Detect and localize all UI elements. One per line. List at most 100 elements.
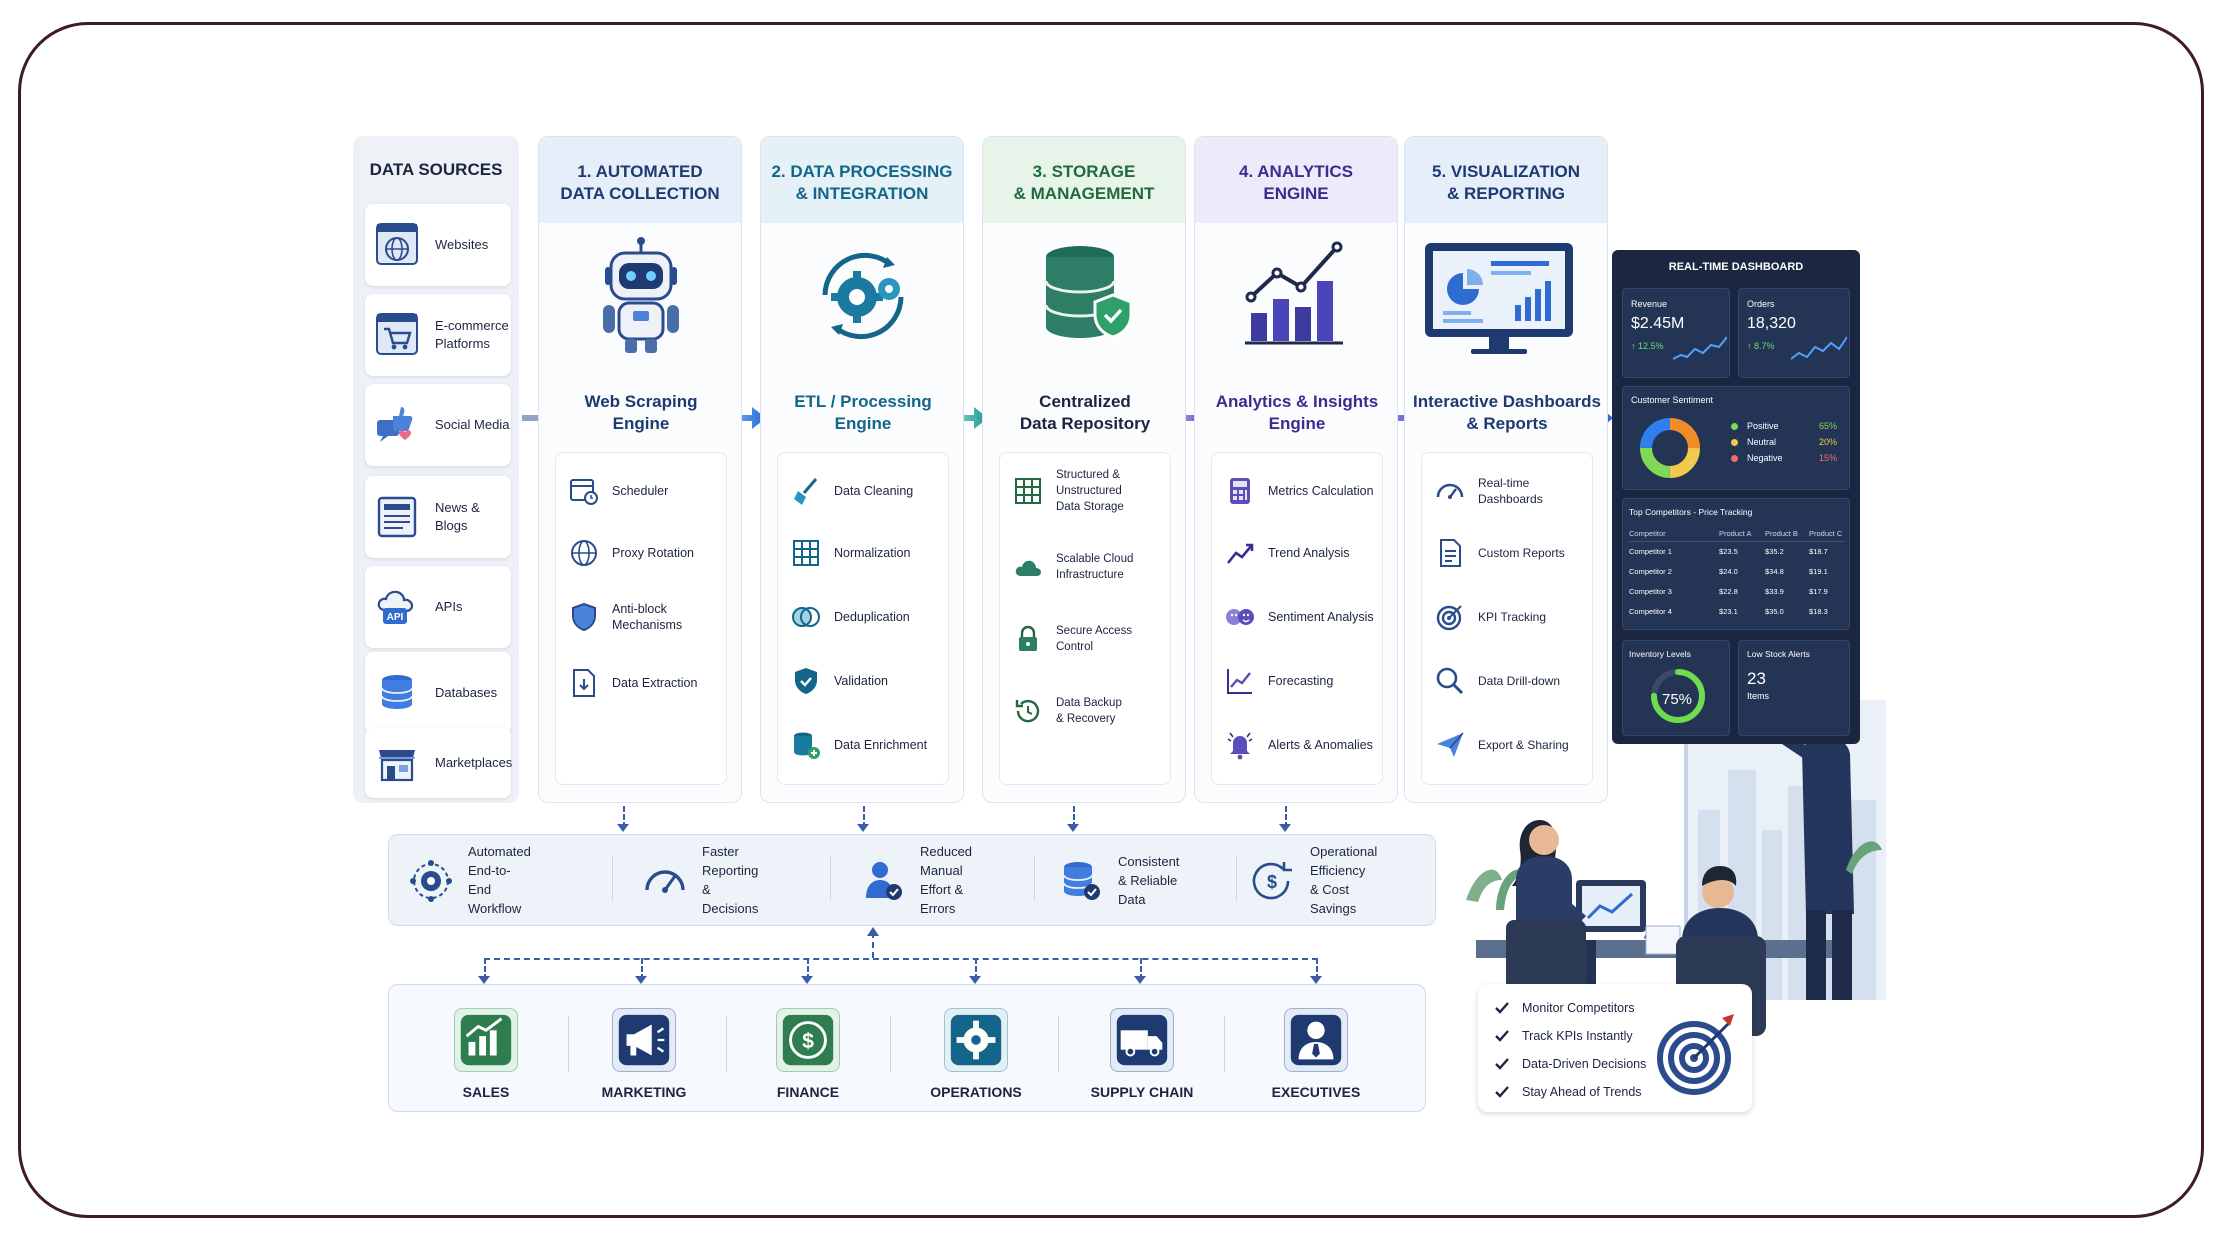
feature-label: Forecasting [1268, 674, 1334, 688]
connector-arrowheads [617, 824, 1291, 832]
dashboard-title: REAL-TIME DASHBOARD [1668, 261, 1804, 273]
target-arrow-icon [1657, 1014, 1734, 1095]
department-sales[interactable]: SALES [418, 1008, 538, 1104]
api-cloud-icon: API [375, 584, 419, 630]
source-websites[interactable]: Websites [365, 204, 511, 286]
gauge-icon [1434, 475, 1466, 507]
feature-item[interactable]: Normalization [790, 531, 950, 575]
bell-alert-icon [1224, 729, 1256, 761]
dollar-icon: $ [776, 1008, 840, 1072]
svg-text:$: $ [1267, 872, 1277, 892]
table-cell: Competitor 3 [1629, 587, 1672, 596]
feature-item[interactable]: Metrics Calculation [1224, 469, 1384, 513]
sentiment-dot [1731, 439, 1738, 446]
competitor-price-card[interactable]: Top Competitors - Price Tracking Competi… [1622, 498, 1850, 630]
connector-arrowheads [478, 976, 1322, 984]
stage-feature-list: Data Cleaning Normalization Deduplicatio… [777, 452, 949, 785]
low-stock-card[interactable]: Low Stock Alerts 23 Items [1738, 640, 1850, 736]
feature-label: Data Extraction [612, 676, 698, 690]
table-row[interactable]: Competitor 3$22.8$33.9$17.9 [1623, 587, 1851, 603]
source-ecommerce[interactable]: E-commerce Platforms [365, 294, 511, 376]
globe-rotation-icon [568, 537, 600, 569]
department-label: MARKETING [601, 1084, 687, 1100]
table-cell: Competitor 2 [1629, 567, 1672, 576]
feature-item[interactable]: Export & Sharing [1434, 723, 1594, 767]
source-apis[interactable]: API APIs [365, 566, 511, 648]
sentiment-dot [1731, 423, 1738, 430]
table-header: Competitor [1629, 529, 1666, 538]
table-icon [1012, 475, 1044, 507]
orders-card[interactable]: Orders 18,320 ↑ 8.7% [1738, 288, 1850, 378]
feature-label: Trend Analysis [1268, 546, 1350, 560]
revenue-sparkline [1673, 336, 1727, 360]
department-label: SALES [462, 1084, 510, 1100]
inventory-card[interactable]: Inventory Levels 75% [1622, 640, 1730, 736]
connector-line [1140, 958, 1142, 980]
department-operations[interactable]: OPERATIONS [908, 1008, 1028, 1104]
outcome-label: Monitor Competitors [1522, 1001, 1635, 1015]
department-finance[interactable]: $FINANCE [740, 1008, 860, 1104]
stage-header [983, 137, 1185, 223]
feature-item[interactable]: Custom Reports [1434, 531, 1594, 575]
low-stock-unit: Items [1747, 691, 1770, 701]
revenue-label: Revenue [1631, 299, 1668, 309]
connector-line [1316, 958, 1318, 980]
feature-item[interactable]: Deduplication [790, 595, 950, 639]
table-header: Product A [1719, 529, 1752, 538]
stage-header [1195, 137, 1397, 223]
executive-icon [1284, 1008, 1348, 1072]
feature-item[interactable]: Proxy Rotation [568, 531, 728, 575]
department-executives[interactable]: EXECUTIVES [1248, 1008, 1368, 1104]
department-supply-chain[interactable]: SUPPLY CHAIN [1074, 1008, 1194, 1104]
orders-sparkline [1791, 336, 1847, 360]
feature-item[interactable]: Data Drill-down [1434, 659, 1594, 703]
stage-engine-name: Centralized Data Repository [1019, 392, 1151, 433]
feature-item[interactable]: Anti-block Mechanisms [568, 595, 728, 639]
feature-item[interactable]: Alerts & Anomalies [1224, 723, 1384, 767]
department-marketing[interactable]: MARKETING [576, 1008, 696, 1104]
source-news-blogs[interactable]: News & Blogs [365, 476, 511, 558]
megaphone-icon [612, 1008, 676, 1072]
table-cell: $33.9 [1765, 587, 1784, 596]
table-header: Product C [1809, 529, 1843, 538]
social-like-icon [375, 402, 419, 448]
divider [612, 856, 613, 900]
flow-arrow [950, 404, 990, 432]
gears-cycle-icon [803, 235, 923, 357]
feature-item[interactable]: KPI Tracking [1434, 595, 1594, 639]
stage-header [761, 137, 963, 223]
feature-item[interactable]: Forecasting [1224, 659, 1384, 703]
feature-item[interactable]: Real-time Dashboards [1434, 469, 1594, 513]
feature-item[interactable]: Data Extraction [568, 661, 728, 705]
magnifier-icon [1434, 665, 1466, 697]
table-row[interactable]: Competitor 4$23.1$35.0$18.3 [1623, 607, 1851, 623]
source-social-media[interactable]: Social Media [365, 384, 511, 466]
feature-item[interactable]: Trend Analysis [1224, 531, 1384, 575]
connector-line [863, 806, 865, 828]
feature-label: Metrics Calculation [1268, 484, 1374, 498]
feature-item[interactable]: Sentiment Analysis [1224, 595, 1384, 639]
feature-item[interactable]: Data Enrichment [790, 723, 950, 767]
stage-automated-data-collection: 1. AUTOMATED DATA COLLECTION Web Scrapin… [538, 136, 742, 803]
feature-item[interactable]: Validation [790, 659, 950, 703]
feature-item[interactable]: Data Cleaning [790, 469, 950, 513]
feature-item[interactable]: Scheduler [568, 469, 728, 513]
source-marketplaces[interactable]: Marketplaces [365, 728, 512, 798]
database-plus-icon [790, 729, 822, 761]
feature-item[interactable]: Scalable Cloud Infrastructure [1012, 545, 1172, 589]
feature-label: Data Backup & Recovery [1056, 697, 1122, 725]
feature-label: Sentiment Analysis [1268, 610, 1374, 624]
feature-item[interactable]: Secure Access Control [1012, 617, 1172, 661]
table-row[interactable]: Competitor 2$24.0$34.8$19.1 [1623, 567, 1851, 583]
source-databases[interactable]: Databases [365, 652, 511, 734]
source-label: APIs [435, 599, 463, 614]
database-check-icon [1058, 858, 1104, 904]
revenue-card[interactable]: Revenue $2.45M ↑ 12.5% [1622, 288, 1730, 378]
paper-plane-icon [1434, 729, 1466, 761]
feature-item[interactable]: Data Backup & Recovery [1012, 689, 1172, 733]
feature-item[interactable]: Structured & Unstructured Data Storage [1012, 469, 1172, 513]
outcome-item: Data-Driven Decisions [1494, 1054, 1646, 1074]
backup-icon [1012, 695, 1044, 727]
table-row[interactable]: Competitor 1$23.5$35.2$18.7 [1623, 547, 1851, 563]
